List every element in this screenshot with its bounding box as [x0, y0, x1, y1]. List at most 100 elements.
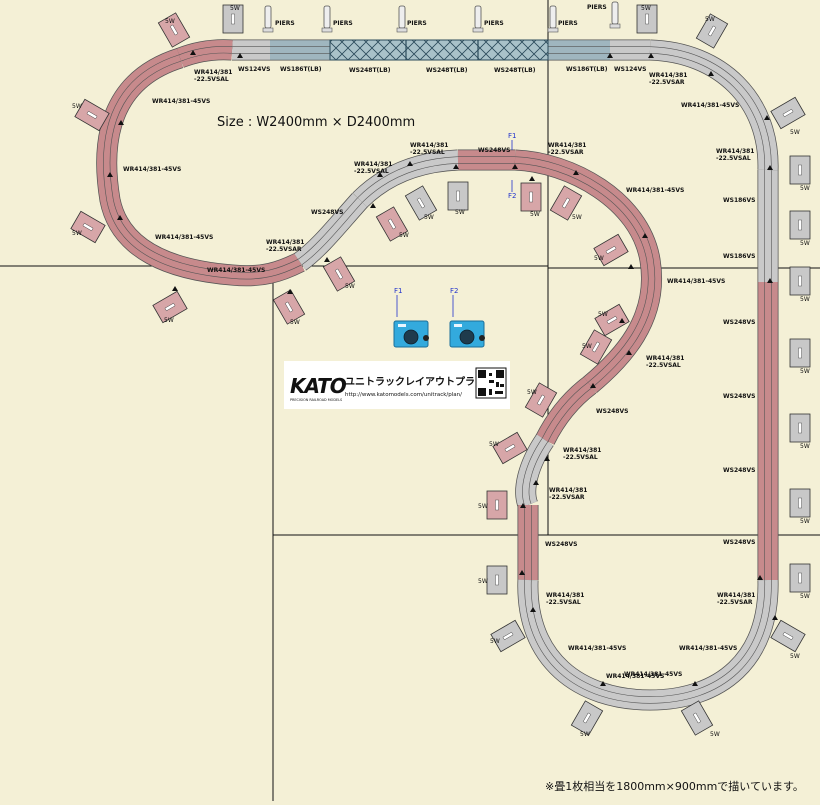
sw-block-slot — [798, 164, 802, 176]
track-label-ws186vs: WS186VS — [723, 253, 755, 260]
sw-block — [520, 182, 542, 212]
sw-block-slot — [387, 218, 397, 230]
track-label-ws186vs-line: WS186VS — [723, 253, 755, 260]
track-label-ws248t-line: WS248T(LB) — [349, 67, 391, 74]
left-outer-loop — [96, 47, 305, 287]
sw-label: 5W — [580, 731, 590, 738]
track-label-wr45-line: WR414/381-45VS — [667, 278, 725, 285]
sw-label: 5W — [800, 443, 810, 450]
kato-banner: KATO PRECISION RAILROAD MODELS ユニトラックレイア… — [284, 361, 510, 409]
sw-label: 5W — [800, 240, 810, 247]
sw-block — [594, 303, 630, 337]
track-label-wr-sal: WR414/381-22.5VSAL — [646, 355, 684, 369]
joint-marker — [767, 165, 773, 170]
pier-icon — [396, 5, 408, 33]
track-label-wr-sal-line: -22.5VSAL — [410, 149, 445, 156]
sw-block — [70, 210, 106, 244]
sw-label-line: 5W — [790, 129, 800, 136]
pier-base — [262, 27, 274, 33]
track-label-wr-sal: WR414/381-22.5VSAL — [194, 69, 232, 83]
track-label-ws248t: WS248T(LB) — [349, 67, 391, 74]
sw-label-line: 5W — [424, 214, 434, 221]
sw-label-line: 5W — [582, 343, 592, 350]
pier-label-line: PIERS — [558, 20, 578, 27]
sw-label-line: 5W — [230, 5, 240, 12]
track-label-wr45: WR414/381-45VS — [123, 166, 181, 173]
sw-block-slot — [456, 190, 460, 202]
sw-label-line: 5W — [530, 211, 540, 218]
pier-icon — [262, 5, 274, 33]
track-label-wr45-line: WR414/381-45VS — [123, 166, 181, 173]
sw-label-line: 5W — [345, 283, 355, 290]
track-label-ws186t-line: WS186T(LB) — [566, 66, 608, 73]
track-label-wr-sal-line: -22.5VSAL — [563, 454, 598, 461]
joint-marker — [544, 456, 550, 461]
joint-marker — [600, 681, 606, 686]
kato-plan-title: ユニトラックレイアウトプラン — [345, 375, 485, 388]
controller-label-f1: F1 — [394, 287, 402, 295]
pier-body — [611, 1, 619, 25]
size-label: Size : W2400mm × D2400mm — [217, 115, 415, 130]
wr-sal-topleft-center — [178, 46, 233, 61]
sw-block — [490, 619, 526, 653]
pier-label: PIERS — [587, 4, 607, 11]
sw-block-slot — [334, 268, 344, 280]
sw-label-line: 5W — [399, 232, 409, 239]
track-label-ws248t-line: WS248T(LB) — [426, 67, 468, 74]
pier-label-line: PIERS — [407, 20, 427, 27]
track-label-wr-sal-line: WR414/381 — [546, 592, 584, 599]
sw-block — [486, 490, 508, 520]
sw-block — [770, 96, 806, 130]
sw-block-slot — [707, 25, 717, 37]
sw-block-slot — [82, 222, 94, 232]
track-label-wr45-line: WR414/381-45VS — [152, 98, 210, 105]
joint-marker — [453, 164, 459, 169]
sw-label-line: 5W — [478, 578, 488, 585]
sw-label: 5W — [290, 319, 300, 326]
sw-block-slot — [591, 341, 601, 353]
joint-marker — [692, 681, 698, 686]
track-label-ws124vs-line: WS124VS — [614, 66, 646, 73]
sw-block-slot — [164, 302, 176, 312]
joint-marker — [118, 120, 124, 125]
track-label-ws248vs-line: WS248VS — [478, 147, 510, 154]
sw-block-slot — [284, 301, 294, 313]
sw-label: 5W — [790, 129, 800, 136]
track-label-wr-sal-line: WR414/381 — [194, 69, 232, 76]
feeder-label-f2-line: F2 — [508, 192, 516, 200]
sw-block — [789, 266, 811, 296]
track-label-wr-sar-line: -22.5VSAR — [717, 599, 753, 606]
sw-label: 5W — [527, 389, 537, 396]
joint-marker — [190, 50, 196, 55]
sw-label: 5W — [800, 593, 810, 600]
sw-block-slot — [86, 110, 98, 120]
bottom-loop — [517, 579, 779, 711]
track-labels: WS124VS WS186T(LB) WS248T(LB) WS248T(LB) WS2… — [72, 4, 810, 738]
track-label-wr45-line: WR414/381-45VS — [155, 234, 213, 241]
track-label-ws186vs-line: WS186VS — [723, 197, 755, 204]
joint-marker — [107, 172, 113, 177]
track-label-ws124vs-line: WS124VS — [238, 66, 270, 73]
track-label-wr-sar-line: WR414/381 — [548, 142, 586, 149]
joint-marker — [529, 176, 535, 181]
track-label-wr-sal-line: WR414/381 — [410, 142, 448, 149]
sw-label-line: 5W — [165, 18, 175, 25]
bottom-loop-center — [524, 579, 772, 704]
sw-block-slot — [782, 631, 794, 641]
controller-lamp — [398, 324, 406, 327]
sw-block-slot — [798, 422, 802, 434]
sw-block-slot — [504, 443, 516, 453]
sw-block-slot — [798, 275, 802, 287]
sw-label: 5W — [424, 214, 434, 221]
sw-label: 5W — [164, 317, 174, 324]
track-label-ws248t-line: WS248T(LB) — [494, 67, 536, 74]
ws248vs-diag-center — [542, 382, 592, 442]
joint-marker — [407, 161, 413, 166]
sw-label-line: 5W — [489, 441, 499, 448]
joint-marker — [324, 257, 330, 262]
pier-base — [321, 27, 333, 33]
track-label-wr-sal-line: -22.5VSAL — [354, 168, 389, 175]
sw-label: 5W — [594, 255, 604, 262]
pier-icon — [321, 5, 333, 33]
